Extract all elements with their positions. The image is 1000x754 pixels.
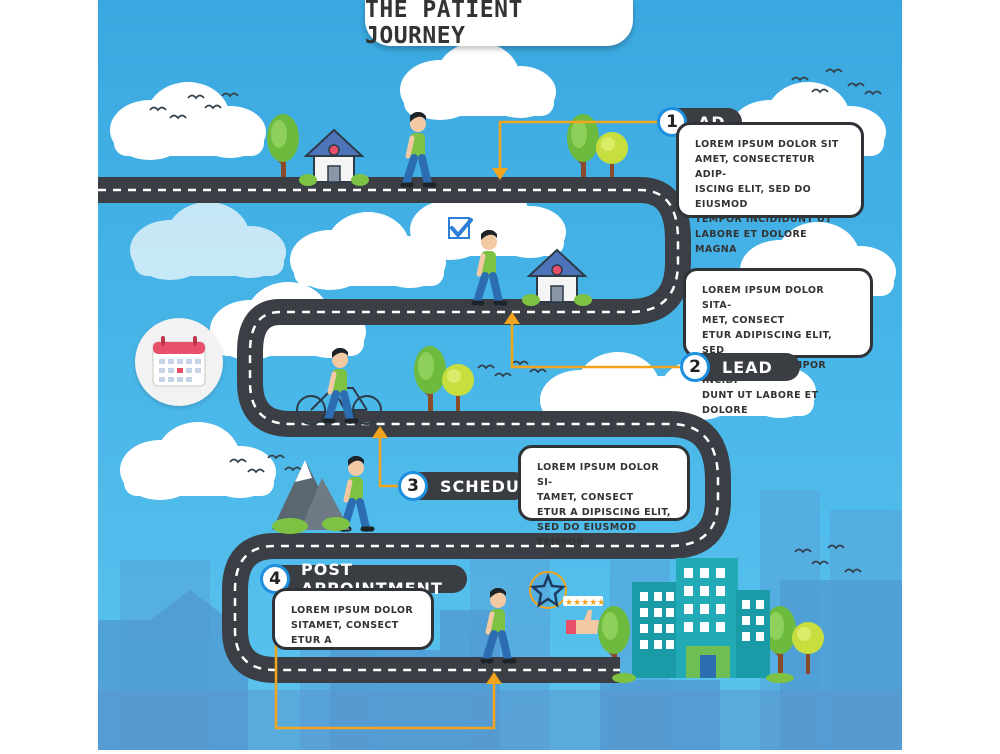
step-4-description: LOREM IPSUM DOLOR SITAMET, CONSECT ETUR … — [272, 588, 434, 650]
step-3-description: LOREM IPSUM DOLOR SI- TAMET, CONSECT ETU… — [518, 445, 690, 548]
step-2-number: 2 — [680, 352, 710, 382]
page-title: THE PATIENT JOURNEY — [365, 0, 633, 49]
step-4-number: 4 — [260, 564, 290, 594]
step-2-label: LEAD — [696, 353, 800, 381]
step-3-number: 3 — [398, 471, 428, 501]
calendar-icon — [135, 318, 223, 406]
svg-text:★★★★★: ★★★★★ — [565, 598, 605, 608]
mountain-icon — [272, 460, 350, 534]
connector-arrows — [274, 120, 680, 730]
hospital-building-icon — [612, 558, 794, 683]
star-icon — [529, 571, 567, 609]
rating-stars-icon: ★★★★★ — [563, 596, 605, 608]
arrow-heads — [372, 168, 520, 684]
thumbs-up-icon — [566, 610, 599, 634]
step-2-description: LOREM IPSUM DOLOR SITA- MET, CONSECT ETU… — [683, 268, 873, 416]
bicycle-icon — [296, 348, 382, 425]
step-3-label: SCHEDULE — [414, 472, 542, 500]
checkmark-icon — [448, 217, 473, 239]
step-1-description: LOREM IPSUM DOLOR SIT AMET, CONSECTETUR … — [676, 122, 864, 255]
